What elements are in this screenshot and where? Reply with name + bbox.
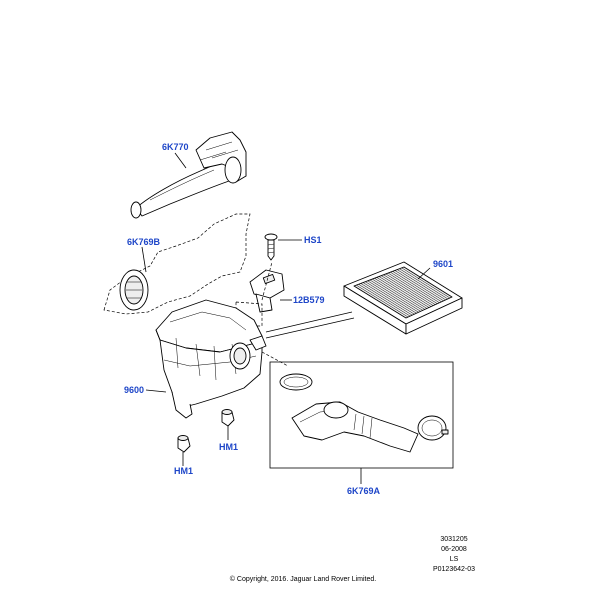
filter-pleat-line — [399, 268, 448, 300]
info-code: P0123642-03 — [433, 566, 475, 573]
copyright-text: © Copyright, 2016. Jaguar Land Rover Lim… — [230, 575, 376, 583]
filter-pleat-line — [369, 279, 421, 312]
filter-pleat-line — [378, 276, 430, 308]
filter-pleat-line — [360, 283, 413, 316]
filter-pleat-line — [397, 269, 446, 301]
filter-pleat-line — [365, 281, 417, 314]
callout-hm1-left: HM1 — [174, 466, 193, 476]
filter-pleat-line — [356, 284, 409, 318]
filter-pleat-line — [383, 274, 434, 306]
info-date: 06-2008 — [441, 546, 467, 553]
callout-hs1: HS1 — [304, 235, 322, 245]
filter-pleat-line — [392, 271, 442, 302]
filter-pleats — [356, 267, 451, 318]
filter-pleat-line — [372, 278, 423, 311]
reference-info-block: 3031205 06-2008 LS P0123642-03 — [433, 536, 475, 573]
filter-pleat-line — [387, 272, 438, 304]
filter-pleat-line — [381, 275, 432, 307]
info-ref: 3031205 — [440, 536, 467, 543]
filter-pleat-line — [385, 273, 436, 305]
filter-pleat-line — [362, 282, 415, 315]
hose-assembly-frame — [269, 361, 454, 469]
air-filter-9601[interactable] — [343, 261, 463, 335]
filter-pleat-line — [401, 267, 451, 299]
callout-6k769b: 6K769B — [127, 237, 161, 247]
callout-6k770: 6K770 — [162, 142, 189, 152]
air-cleaner-box-9600[interactable] — [155, 299, 267, 419]
engine-bay-outline — [103, 213, 251, 315]
callout-6k769a: 6K769A — [347, 486, 381, 496]
seal-6k769b[interactable] — [119, 269, 149, 311]
filter-pleat-line — [358, 284, 411, 317]
filter-pleat-line — [376, 277, 428, 309]
filter-pleat-line — [390, 271, 440, 303]
filter-pleat-line — [367, 280, 419, 313]
filter-pleat-line — [374, 278, 425, 310]
callout-hm1-right: HM1 — [219, 442, 238, 452]
hose-6k769a[interactable] — [279, 373, 449, 453]
sensor-12b579[interactable] — [249, 269, 285, 313]
callout-9601: 9601 — [433, 259, 453, 269]
hose-to-box-dashed — [261, 351, 289, 367]
filter-pleat-line — [394, 270, 444, 302]
mount-hm1-right[interactable] — [221, 409, 235, 427]
filter-to-box-leader — [265, 311, 355, 339]
callout-9600: 9600 — [124, 385, 144, 395]
callout-12b579: 12B579 — [293, 295, 325, 305]
mount-hm1-left[interactable] — [177, 435, 191, 453]
info-initials: LS — [450, 556, 459, 563]
air-intake-duct-6k770[interactable] — [130, 131, 247, 219]
screw-hs1[interactable] — [264, 233, 278, 261]
